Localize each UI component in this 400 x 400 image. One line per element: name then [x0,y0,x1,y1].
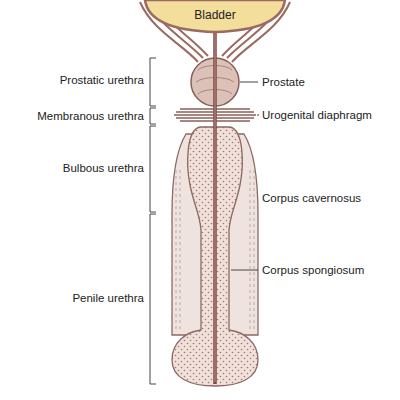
leader-line [231,270,258,271]
organ-label: Bladder [145,8,285,22]
bladder-shape: Bladder [145,0,285,32]
bracket [150,214,156,384]
leader-line [240,82,258,83]
section-label: Penile urethra [72,291,144,305]
part-label: Corpus spongiosum [262,263,364,277]
leader-line [257,115,259,116]
section-brackets [150,58,156,384]
urethra-lumen [215,32,216,382]
part-label: Corpus cavernosus [262,191,361,205]
section-label: Bulbous urethra [63,161,144,175]
bracket [150,108,156,124]
leader-lines [231,82,259,270]
part-label: Urogenital diaphragm [262,108,372,122]
section-label: Prostatic urethra [60,73,144,87]
urethra [213,30,217,384]
part-label: Prostate [262,75,305,89]
bladder-body [145,0,285,32]
section-label: Membranous urethra [37,109,144,123]
bracket [150,126,156,212]
bracket [150,58,156,106]
